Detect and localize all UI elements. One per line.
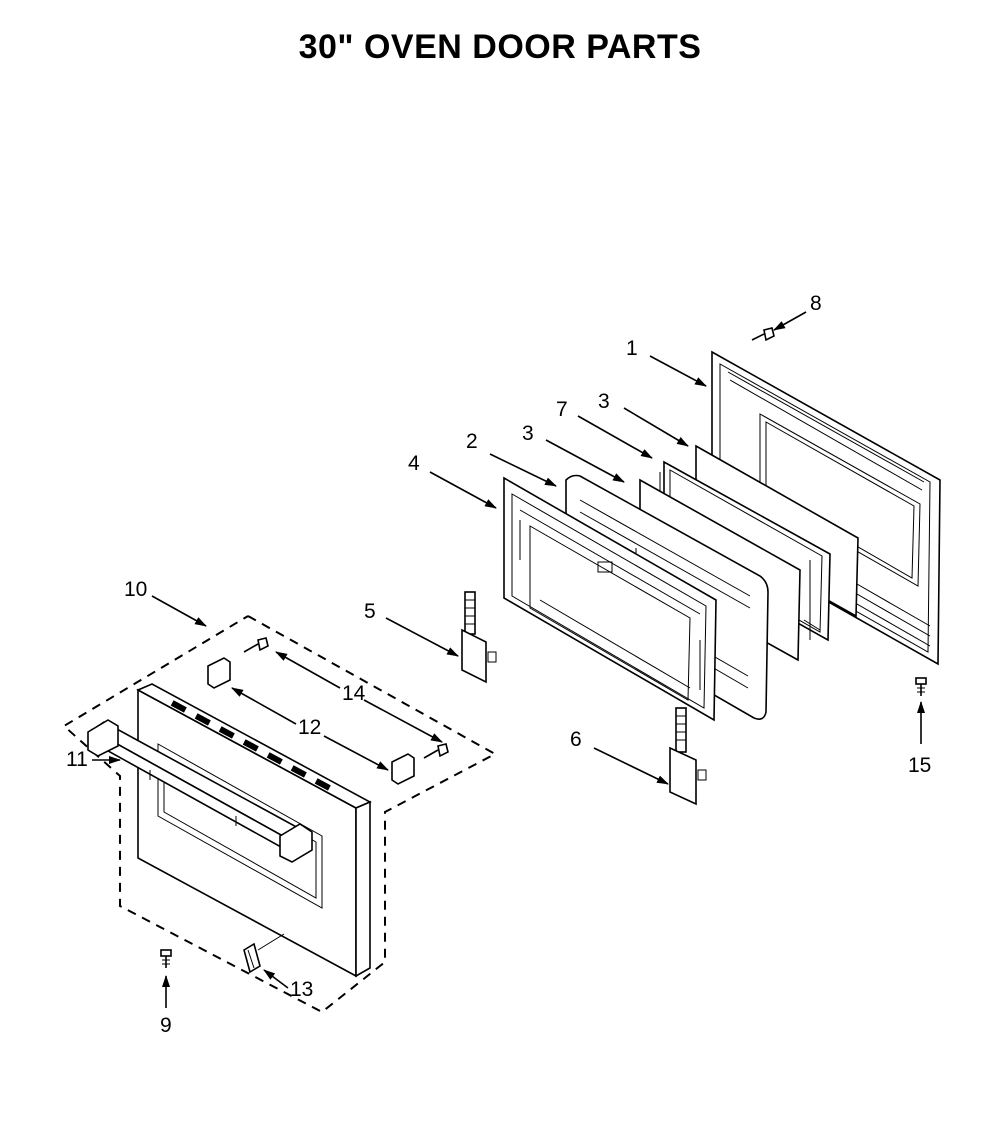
part-12-bracket-left <box>207 657 231 689</box>
callout-1: 1 <box>626 337 638 360</box>
part-12-bracket-right <box>391 753 415 785</box>
callout-2: 2 <box>466 430 478 453</box>
part-11-handle <box>87 719 313 863</box>
part-1-outer-door-panel <box>711 350 941 666</box>
callout-9: 9 <box>160 1014 172 1037</box>
callout-7: 7 <box>556 398 568 421</box>
part-10-outer-door-assembly-outline <box>62 615 498 1014</box>
callout-3-rear: 3 <box>598 390 610 413</box>
part-15-screw <box>915 677 927 696</box>
part-13-clip <box>243 942 261 974</box>
callout-13: 13 <box>290 978 313 1001</box>
page-title: 30" OVEN DOOR PARTS <box>298 28 702 66</box>
part-4-door-frame <box>503 476 717 722</box>
vent-slots <box>170 700 331 791</box>
callout-8: 8 <box>810 292 822 315</box>
callout-6: 6 <box>570 728 582 751</box>
callout-3-front: 3 <box>522 422 534 445</box>
part-9-screw <box>160 949 172 968</box>
part-14-screw-left <box>243 637 269 653</box>
callout-10: 10 <box>124 578 147 601</box>
part-6-hinge-right <box>669 707 707 806</box>
callout-12: 12 <box>298 716 321 739</box>
part-5-hinge-left <box>461 591 497 684</box>
part-8-screw <box>751 327 775 342</box>
leader-lines <box>92 311 925 1008</box>
callout-5: 5 <box>364 600 376 623</box>
part-14-screw-right <box>423 743 449 759</box>
callout-14: 14 <box>342 682 366 705</box>
door-front-panel <box>136 683 372 978</box>
callout-4: 4 <box>408 452 420 475</box>
callout-11: 11 <box>66 748 88 771</box>
callout-labels: 8 1 3 7 3 2 4 5 6 10 14 12 11 13 9 15 <box>66 292 931 1037</box>
callout-15: 15 <box>908 754 931 777</box>
